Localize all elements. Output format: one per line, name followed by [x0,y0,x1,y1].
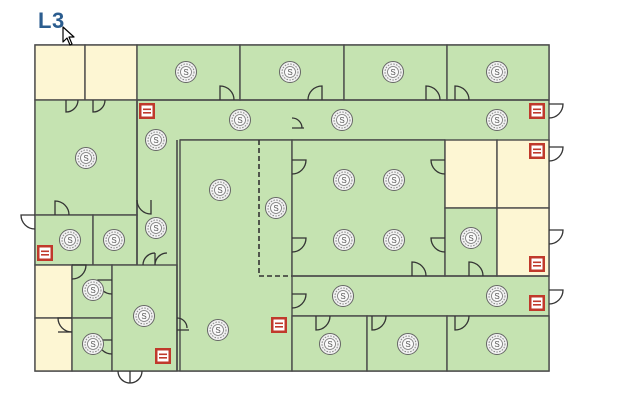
smoke-detector-icon [331,109,353,131]
dashed-partition [258,140,292,277]
corridor-left [136,100,178,371]
smoke-detector-icon [265,197,287,219]
room-central [179,139,293,372]
fire-alarm-panel-icon [155,348,171,364]
floor-label: L3 [38,8,65,33]
fire-alarm-panel-icon [529,295,545,311]
smoke-detector-icon [59,229,81,251]
smoke-detector-icon [383,229,405,251]
smoke-detector-icon [486,285,508,307]
fire-alarm-panel-icon [529,256,545,272]
fire-alarm-panel-icon [271,317,287,333]
smoke-detector-icon [486,333,508,355]
smoke-detector-icon [229,109,251,131]
room-top-left-2 [84,44,138,101]
smoke-detector-icon [332,285,354,307]
smoke-detector-icon [382,61,404,83]
smoke-detector-icon [279,61,301,83]
smoke-detector-icon [145,129,167,151]
smoke-detector-icon [145,217,167,239]
smoke-detector-icon [207,319,229,341]
room-left-yellow-1 [34,264,73,319]
room-top-left-1 [34,44,86,101]
smoke-detector-icon [460,227,482,249]
smoke-detector-icon [397,333,419,355]
smoke-detector-icon [103,229,125,251]
smoke-detector-icon [175,61,197,83]
smoke-detector-icon [333,229,355,251]
room-center-right [291,139,446,277]
smoke-detector-icon [319,333,341,355]
mouse-pointer-icon [62,26,75,46]
smoke-detector-icon [486,109,508,131]
smoke-detector-icon [133,305,155,327]
smoke-detector-icon [209,179,231,201]
room-right-yellow-1 [444,139,498,209]
room-left-yellow-2 [34,317,73,372]
fire-alarm-panel-icon [139,103,155,119]
fire-alarm-panel-icon [37,245,53,261]
smoke-detector-icon [383,169,405,191]
doors [20,85,564,384]
smoke-detector-icon [82,333,104,355]
fire-alarm-panel-icon [529,143,545,159]
smoke-detector-icon [82,279,104,301]
smoke-detector-icon [486,61,508,83]
smoke-detector-icon [333,169,355,191]
fire-alarm-panel-icon [529,103,545,119]
smoke-detector-icon [75,147,97,169]
